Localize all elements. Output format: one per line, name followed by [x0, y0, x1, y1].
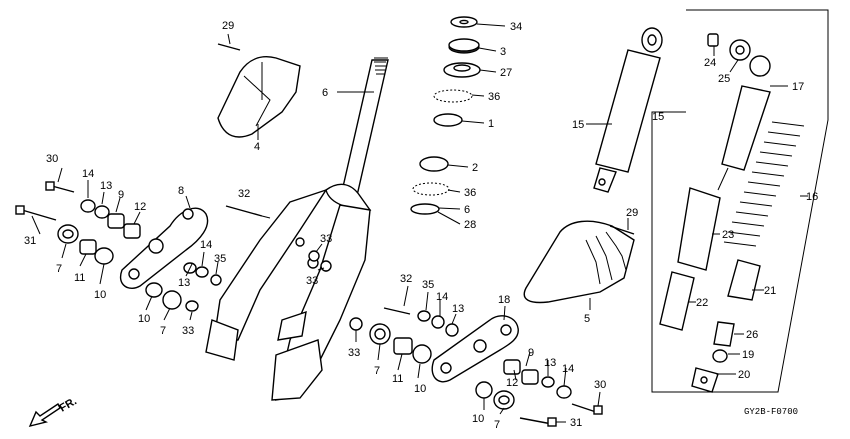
- cover-part-5: [523, 220, 635, 304]
- bolt-29-top: [217, 43, 241, 51]
- callout: 29: [222, 20, 234, 32]
- callout: 26: [746, 329, 758, 341]
- left-hardware: [15, 181, 222, 312]
- callout: 24: [704, 57, 716, 69]
- callout: 14: [562, 363, 574, 375]
- right-lower-leaders: [483, 351, 601, 423]
- shock-leaders: [688, 46, 808, 375]
- callout: 30: [46, 153, 58, 165]
- front-direction-arrow: [28, 402, 61, 428]
- callout: 20: [738, 369, 750, 381]
- shock-absorber-15: [593, 27, 663, 193]
- callout: 13: [452, 303, 464, 315]
- callout: 29: [626, 207, 638, 219]
- callout: 10: [94, 289, 106, 301]
- callout: 31: [24, 235, 36, 247]
- callout: 25: [718, 73, 730, 85]
- shock-parts-group: [659, 33, 805, 393]
- callout: 10: [138, 313, 150, 325]
- bracket-part-8: [119, 207, 209, 289]
- right-lower-hardware: [475, 359, 603, 427]
- callout: 15: [652, 111, 664, 123]
- callout: 30: [594, 379, 606, 391]
- callout: 9: [118, 189, 124, 201]
- callout: 19: [742, 349, 754, 361]
- callout: 33: [306, 275, 318, 287]
- callout: 15: [572, 119, 584, 131]
- callout: 11: [74, 272, 85, 284]
- bearing-leaders: [437, 23, 506, 225]
- callout: 17: [792, 81, 804, 93]
- callout: 16: [806, 191, 818, 203]
- callout: 36: [464, 187, 476, 199]
- callout: 35: [214, 253, 226, 265]
- callout: 33: [320, 233, 332, 245]
- callout: 32: [238, 188, 250, 200]
- fork-assembly: [205, 57, 389, 401]
- callout: 35: [422, 279, 434, 291]
- callout: 7: [494, 419, 500, 431]
- callout: 36: [488, 91, 500, 103]
- callout: 32: [400, 273, 412, 285]
- callout: 5: [584, 313, 590, 325]
- shock-group-frame: [651, 9, 829, 393]
- callout: 21: [764, 285, 776, 297]
- callout: 10: [414, 383, 426, 395]
- callout: 9: [528, 347, 534, 359]
- callout: 22: [696, 297, 708, 309]
- center-hardware: [308, 250, 459, 364]
- callout: 1: [488, 118, 494, 130]
- callout: 33: [348, 347, 360, 359]
- callout: 13: [544, 357, 556, 369]
- callout: 11: [392, 373, 403, 385]
- callout: 8: [178, 185, 184, 197]
- callout: 7: [160, 325, 166, 337]
- callout: 10: [472, 413, 484, 425]
- callout: 23: [722, 229, 734, 241]
- left-leaders: [31, 167, 219, 321]
- callout: 14: [82, 168, 94, 180]
- front-direction-label: FR.: [58, 395, 79, 414]
- callout: 33: [182, 325, 194, 337]
- callout: 12: [506, 377, 518, 389]
- callout: 6: [464, 204, 470, 216]
- head-bearing-stack: [410, 16, 481, 215]
- callout: 18: [498, 294, 510, 306]
- callout: 2: [472, 162, 478, 174]
- fork-bolt-32: [225, 205, 271, 219]
- callout: 3: [500, 46, 506, 58]
- callout: 31: [570, 417, 582, 429]
- callout: 7: [56, 263, 62, 275]
- callout: 27: [500, 67, 512, 79]
- callout-labels: 29 34 3 27 36 1 2 36 6 28 6 4 15 24 25 1…: [24, 20, 818, 431]
- cover-part-4: [217, 56, 301, 138]
- callout: 12: [134, 201, 146, 213]
- center-leaders: [315, 243, 457, 379]
- callout: 34: [510, 21, 522, 33]
- callout: 4: [254, 141, 260, 153]
- callout: 13: [178, 277, 190, 289]
- callout: 6: [322, 87, 328, 99]
- diagram-code: GY2B-F0700: [744, 407, 798, 417]
- callout: 7: [374, 365, 380, 377]
- callout: 14: [200, 239, 212, 251]
- callout: 13: [100, 180, 112, 192]
- callout: 14: [436, 291, 448, 303]
- callout: 28: [464, 219, 476, 231]
